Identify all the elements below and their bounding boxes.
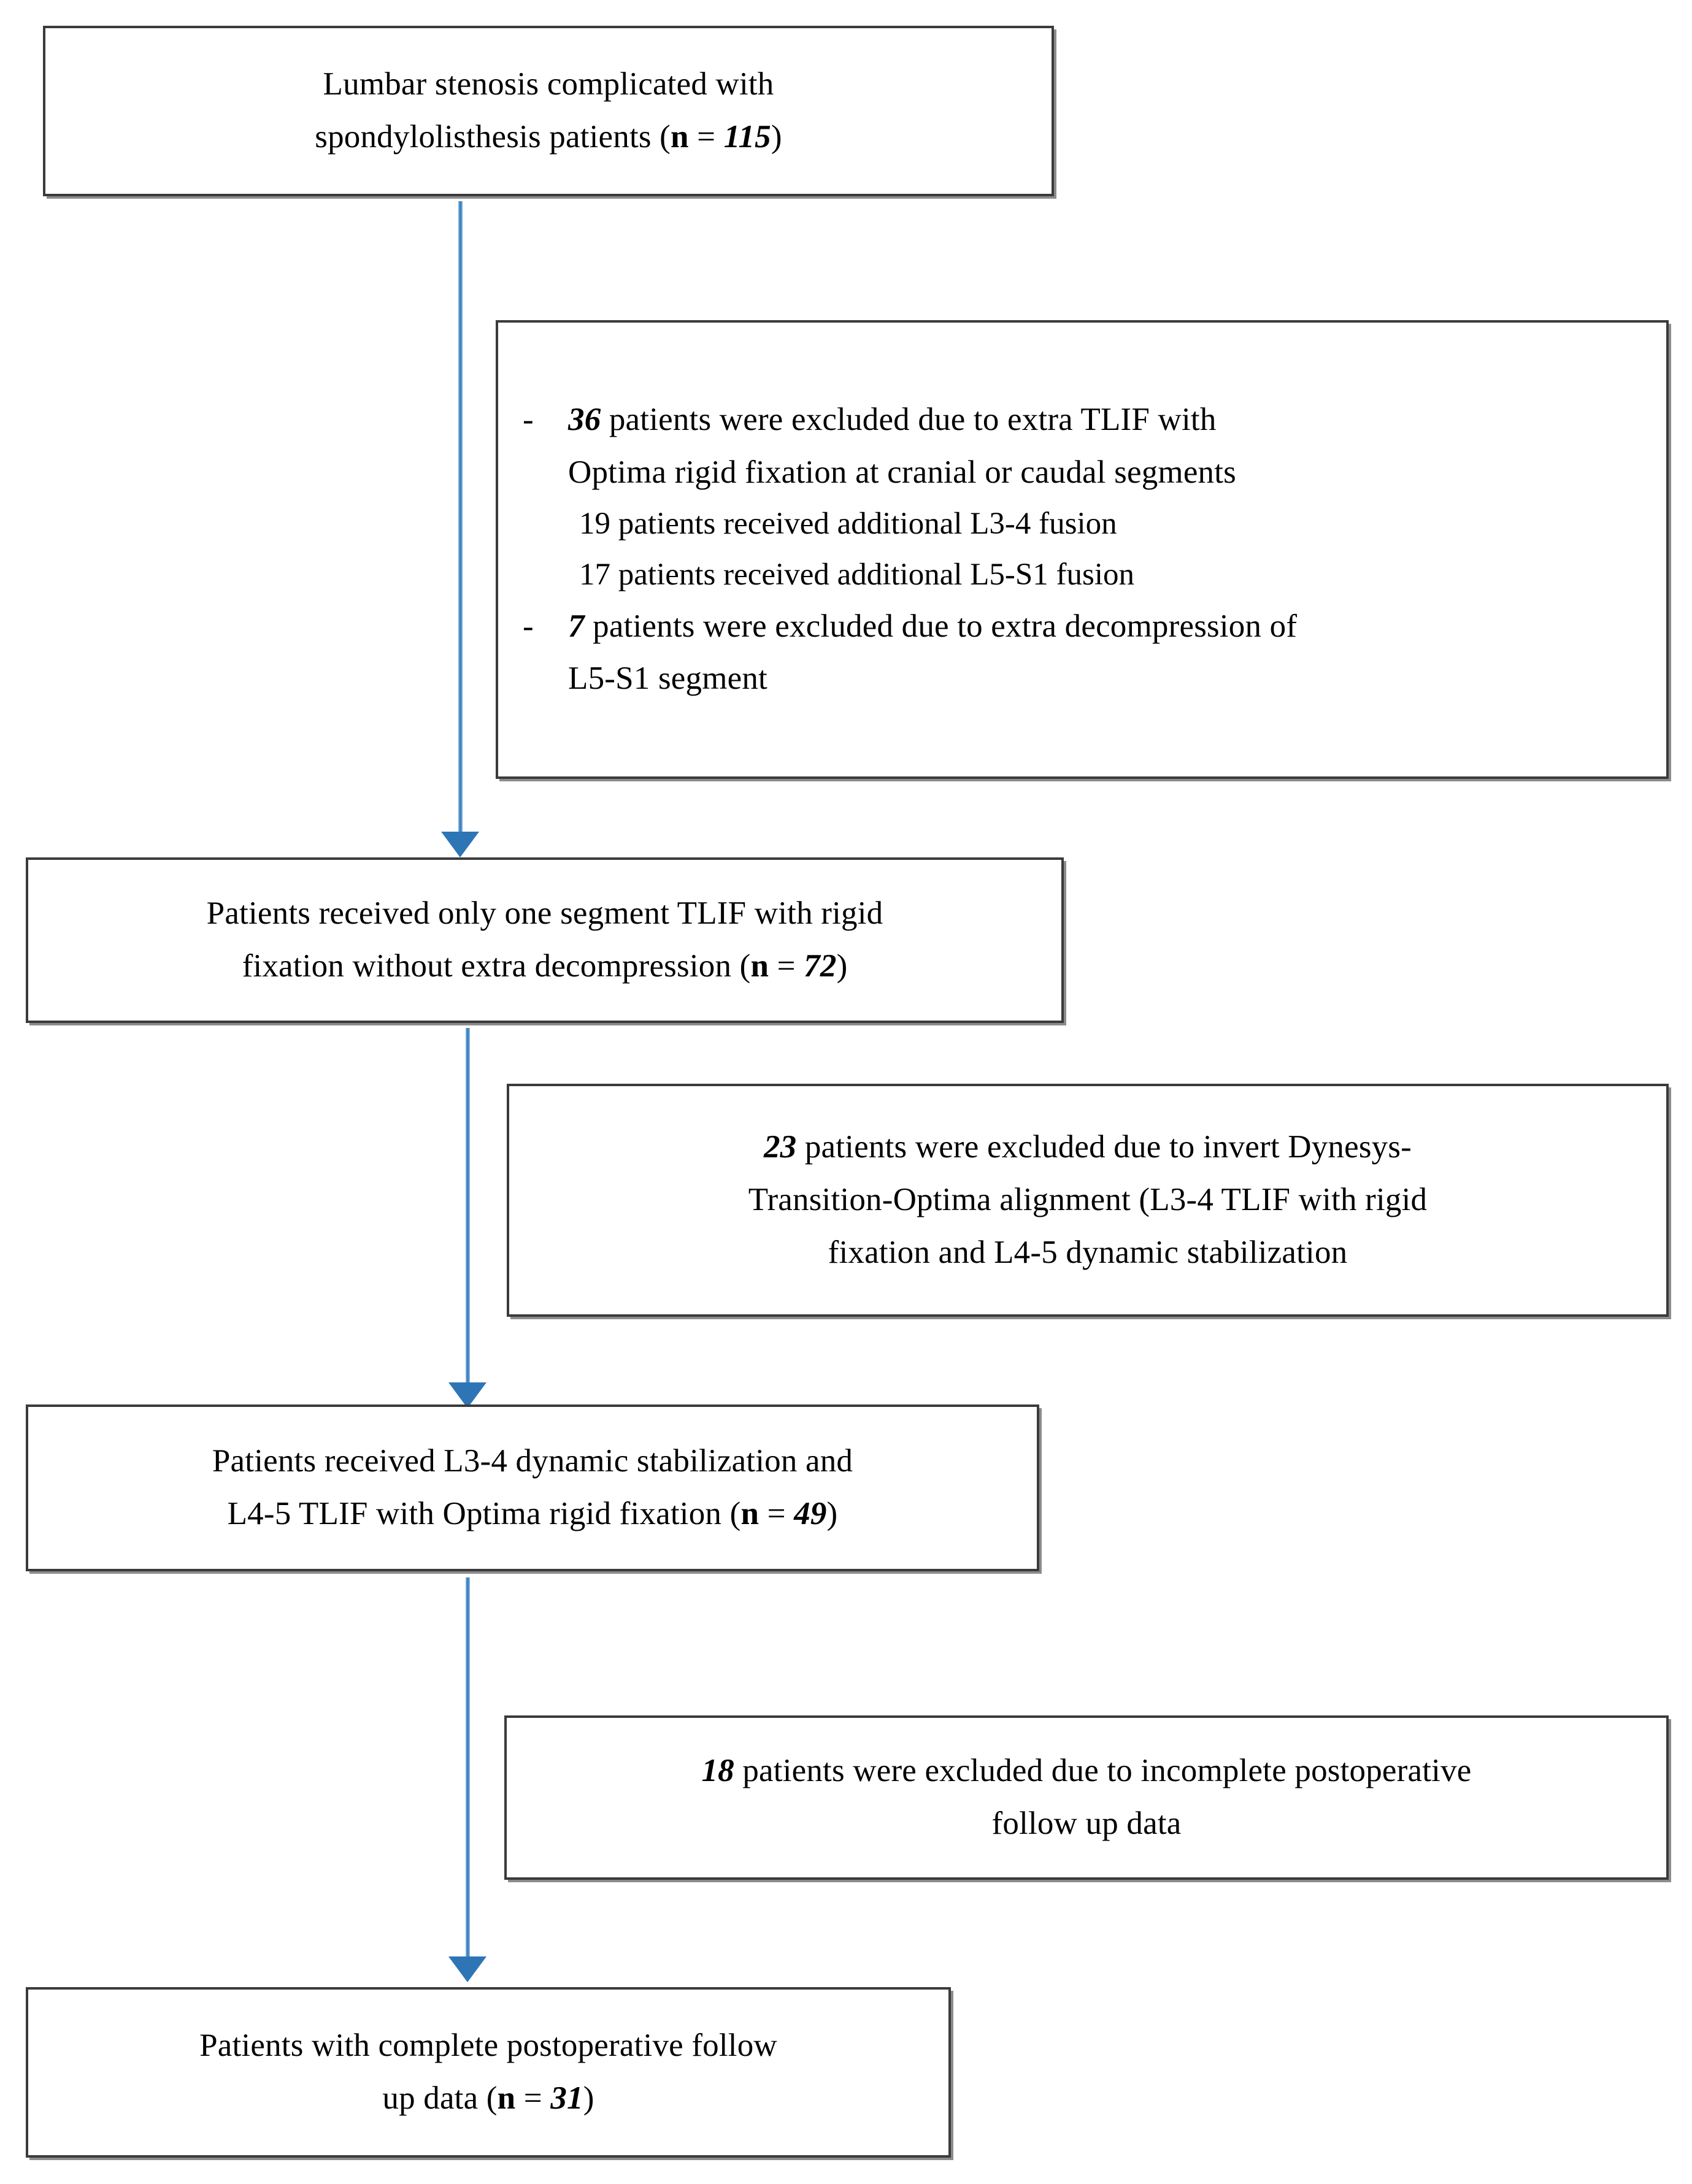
enrollment-n-label: n bbox=[671, 119, 689, 155]
exclusion-7-number: 7 bbox=[568, 608, 585, 644]
final-n-value: 31 bbox=[550, 2080, 583, 2116]
box-exclusion-extra-tlif: - 36 patients were excluded due to extra… bbox=[496, 320, 1669, 779]
exclusion-7-line-1: 7 patients were excluded due to extra de… bbox=[568, 600, 1642, 653]
exclusion-7-line-2: L5-S1 segment bbox=[568, 661, 767, 697]
box-enrollment: Lumbar stenosis complicated with spondyl… bbox=[43, 26, 1054, 196]
enrollment-line-2: spondylolisthesis patients (n = 115) bbox=[66, 111, 1031, 164]
final-line-1: Patients with complete postoperative fol… bbox=[199, 2028, 777, 2064]
dynamic-n-label: n bbox=[740, 1496, 759, 1531]
enrollment-line2-prefix: spondylolisthesis patients ( bbox=[315, 119, 671, 155]
box-exclusion-invert-alignment: 23 patients were excluded due to invert … bbox=[507, 1084, 1669, 1317]
box-final-cohort: Patients with complete postoperative fol… bbox=[26, 1987, 951, 2158]
exclusion-36-number: 36 bbox=[568, 401, 601, 437]
exclusion-23-text-1: patients were excluded due to invert Dyn… bbox=[796, 1129, 1412, 1165]
exclusion-18-text-1: patients were excluded due to incomplete… bbox=[734, 1753, 1472, 1789]
enrollment-equals: = bbox=[688, 119, 724, 155]
exclusion-18-number: 18 bbox=[701, 1753, 734, 1789]
exclusion-23-line-1: 23 patients were excluded due to invert … bbox=[534, 1121, 1642, 1174]
enrollment-line2-suffix: ) bbox=[771, 119, 782, 155]
arrow-head bbox=[448, 1956, 486, 1982]
exclusion-item-36: - 36 patients were excluded due to extra… bbox=[523, 394, 1642, 499]
enrollment-line-1: Lumbar stenosis complicated with bbox=[323, 66, 774, 102]
exclusion-23-line-3: fixation and L4-5 dynamic stabilization bbox=[828, 1234, 1348, 1270]
exclusion-23-number: 23 bbox=[763, 1129, 797, 1165]
exclusion-18-line-2: follow up data bbox=[991, 1806, 1182, 1841]
bullet-dash-icon: - bbox=[523, 608, 534, 644]
dynamic-n-value: 49 bbox=[794, 1496, 827, 1531]
exclusion-36-subitem-2: 17 patients received additional L5-S1 fu… bbox=[579, 557, 1135, 592]
enrollment-n-value: 115 bbox=[723, 119, 771, 155]
exclusion-item-7: - 7 patients were excluded due to extra … bbox=[523, 600, 1642, 706]
exclusion-18-line-1: 18 patients were excluded due to incompl… bbox=[531, 1745, 1642, 1798]
arrow-shaft bbox=[458, 201, 463, 834]
box-exclusion-incomplete-followup: 18 patients were excluded due to incompl… bbox=[504, 1715, 1669, 1880]
arrow-shaft bbox=[466, 1028, 470, 1385]
arrow-head bbox=[448, 1382, 486, 1408]
dynamic-equals: = bbox=[759, 1496, 794, 1531]
final-line2-prefix: up data ( bbox=[382, 2080, 498, 2116]
exclusion-7-text-1: patients were excluded due to extra deco… bbox=[584, 608, 1298, 644]
exclusion-36-line-1: 36 patients were excluded due to extra T… bbox=[568, 394, 1642, 446]
final-n-label: n bbox=[497, 2080, 516, 2116]
one-segment-n-value: 72 bbox=[804, 948, 837, 984]
exclusion-36-line-2: Optima rigid fixation at cranial or caud… bbox=[568, 454, 1236, 490]
one-segment-n-label: n bbox=[750, 948, 769, 984]
dynamic-line2-prefix: L4-5 TLIF with Optima rigid fixation ( bbox=[227, 1496, 741, 1531]
dynamic-line-1: Patients received L3-4 dynamic stabiliza… bbox=[212, 1443, 853, 1479]
box-one-segment-tlif: Patients received only one segment TLIF … bbox=[26, 857, 1064, 1023]
final-line-2: up data (n = 31) bbox=[49, 2072, 928, 2125]
dynamic-line2-suffix: ) bbox=[826, 1496, 838, 1531]
one-segment-line2-prefix: fixation without extra decompression ( bbox=[242, 948, 751, 984]
one-segment-line-1: Patients received only one segment TLIF … bbox=[206, 895, 883, 932]
arrow-shaft bbox=[466, 1577, 470, 1959]
exclusion-36-text-1: patients were excluded due to extra TLIF… bbox=[601, 401, 1217, 437]
exclusion-23-line-2: Transition-Optima alignment (L3-4 TLIF w… bbox=[748, 1182, 1428, 1218]
arrow-head bbox=[441, 832, 479, 857]
dynamic-line-2: L4-5 TLIF with Optima rigid fixation (n … bbox=[49, 1488, 1016, 1541]
final-equals: = bbox=[515, 2080, 551, 2116]
box-dynamic-stabilization: Patients received L3-4 dynamic stabiliza… bbox=[26, 1404, 1039, 1571]
exclusion-36-subitem-1: 19 patients received additional L3-4 fus… bbox=[579, 507, 1117, 542]
one-segment-equals: = bbox=[769, 948, 804, 984]
one-segment-line2-suffix: ) bbox=[836, 948, 848, 984]
one-segment-line-2: fixation without extra decompression (n … bbox=[49, 940, 1040, 993]
bullet-dash-icon: - bbox=[523, 401, 534, 437]
final-line2-suffix: ) bbox=[583, 2080, 594, 2116]
